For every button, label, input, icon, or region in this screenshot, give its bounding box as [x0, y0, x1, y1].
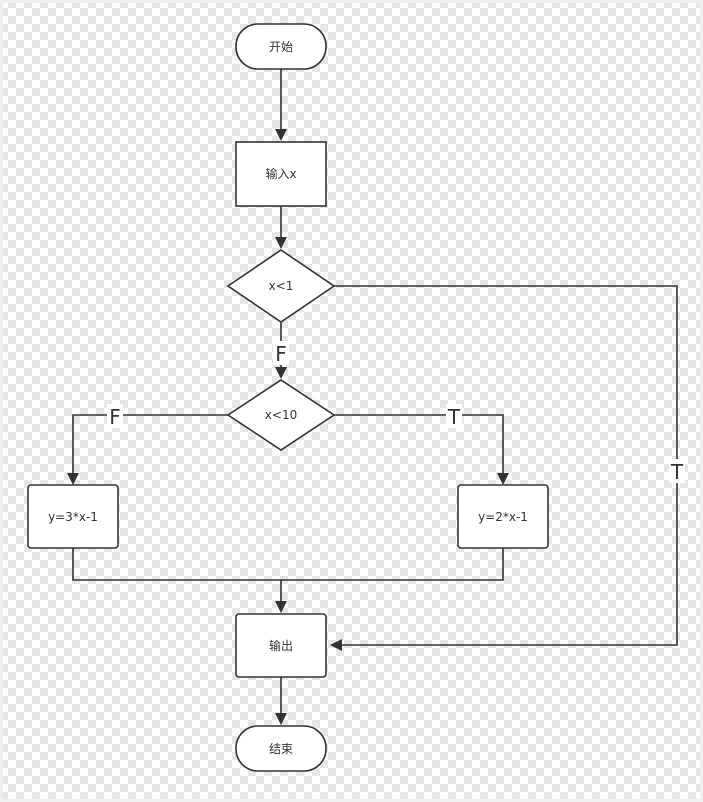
svg-text:T: T [670, 460, 684, 484]
edge-input-to-cond1 [275, 206, 287, 249]
edge-label-cond2-false: F [107, 404, 123, 429]
node-start-label: 开始 [269, 40, 293, 54]
node-cond2[interactable]: x<10 [226, 379, 336, 451]
edge-right-to-output [281, 548, 504, 581]
node-input[interactable]: 输入x [235, 141, 327, 207]
node-input-label: 输入x [265, 166, 296, 181]
svg-text:F: F [109, 405, 121, 429]
node-end-label: 结束 [269, 742, 293, 756]
node-end[interactable]: 结束 [235, 725, 327, 772]
svg-text:F: F [275, 342, 287, 366]
node-left-label: y=3*x-1 [48, 510, 98, 524]
edge-label-cond1-false: F [273, 341, 289, 366]
edge-label-cond1-true: T [669, 459, 685, 484]
edge-output-to-end [275, 677, 287, 725]
node-right-label: y=2*x-1 [478, 510, 528, 524]
node-cond1-label: x<1 [269, 279, 294, 293]
node-left[interactable]: y=3*x-1 [27, 484, 119, 549]
node-right[interactable]: y=2*x-1 [457, 484, 549, 549]
edge-cond2-false-to-left [67, 414, 228, 485]
svg-text:T: T [447, 405, 461, 429]
node-cond1[interactable]: x<1 [226, 249, 336, 323]
edge-label-cond2-true: T [446, 404, 462, 429]
edge-cond2-true-to-right [334, 414, 509, 485]
node-start[interactable]: 开始 [235, 23, 327, 70]
edge-left-to-output [72, 548, 287, 613]
node-cond2-label: x<10 [265, 408, 297, 422]
node-output[interactable]: 输出 [235, 613, 327, 678]
edge-start-to-input [275, 69, 287, 141]
node-output-label: 输出 [269, 638, 293, 653]
